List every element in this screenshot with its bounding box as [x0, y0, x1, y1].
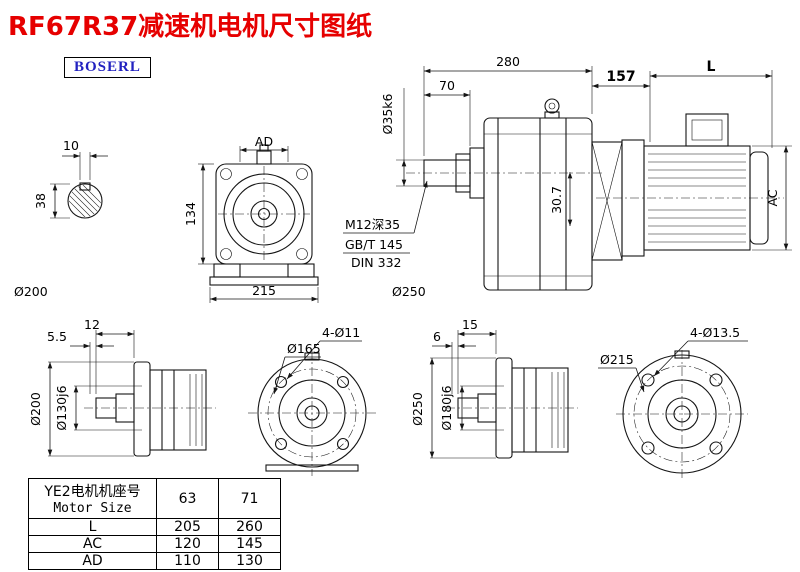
flange-front-view-large: 4-Ø13.5 Ø215: [598, 325, 748, 478]
value-ad-63: 110: [156, 552, 219, 570]
dim-6: 6: [433, 329, 441, 344]
label-dia-165: Ø165: [287, 341, 321, 356]
dim-134: 134: [183, 202, 198, 226]
dim-l: L: [707, 59, 716, 75]
page-title: RF67R37减速机电机尺寸图纸: [8, 12, 373, 42]
motor-size-header-en: Motor Size: [53, 501, 132, 516]
dim-215: 215: [252, 283, 276, 298]
dim-10: 10: [63, 138, 79, 153]
dim-157: 157: [606, 69, 635, 85]
motor-size-71: 71: [218, 478, 281, 519]
value-l-71: 260: [218, 518, 281, 536]
label-dia-215: Ø215: [600, 352, 634, 367]
label-4-dia-13-5: 4-Ø13.5: [690, 325, 740, 340]
table-row-ac: AC 120 145: [28, 535, 281, 553]
dim-15: 15: [462, 317, 478, 332]
label-din-332: DIN 332: [351, 255, 402, 270]
dim-ad: AD: [255, 134, 273, 149]
gearbox-front-view: AD 134 215: [183, 134, 319, 303]
table-header-row: YE2电机机座号 Motor Size 63 71: [28, 478, 281, 519]
flange-side-view-large: 15 6 Ø250 Ø180j6: [410, 317, 578, 459]
dim-70: 70: [439, 78, 455, 93]
label-4-dia-11: 4-Ø11: [322, 325, 360, 340]
dim-5-5: 5.5: [47, 329, 67, 344]
dim-38: 38: [33, 193, 48, 209]
dim-30-7: 30.7: [549, 186, 564, 214]
boserl-logo: BOSERL: [64, 57, 151, 78]
table-row-ad: AD 110 130: [28, 552, 281, 570]
dim-dia-180j6: Ø180j6: [439, 385, 454, 430]
dim-dia-35k6: Ø35k6: [380, 93, 395, 134]
dim-dia-250-flange: Ø250: [410, 392, 425, 426]
shaft-section-view: 10 38 Ø200: [14, 138, 108, 299]
dim-dia-130j6: Ø130j6: [54, 385, 69, 430]
value-l-63: 205: [156, 518, 219, 536]
row-label-l: L: [28, 518, 157, 536]
dim-12: 12: [84, 317, 100, 332]
assembly-side-view: 280 70 157 L Ø35k6 M12深35 GB/T 145: [343, 54, 792, 291]
motor-size-table: YE2电机机座号 Motor Size 63 71 L 205 260 AC 1…: [28, 478, 281, 570]
table-row-l: L 205 260: [28, 518, 281, 536]
row-label-ad: AD: [28, 552, 157, 570]
label-dia-200: Ø200: [14, 284, 48, 299]
label-gbt-145: GB/T 145: [345, 237, 403, 252]
flange-front-view-small: 4-Ø11 Ø165: [248, 325, 376, 476]
value-ad-71: 130: [218, 552, 281, 570]
label-dia-250: Ø250: [392, 284, 426, 299]
motor-size-header-cell: YE2电机机座号 Motor Size: [28, 478, 157, 519]
dim-280: 280: [496, 54, 520, 69]
row-label-ac: AC: [28, 535, 157, 553]
dim-ac: AC: [765, 189, 780, 206]
dim-dia-200-flange: Ø200: [28, 392, 43, 426]
label-m12-depth-35: M12深35: [345, 217, 400, 232]
flange-side-view-small: 12 5.5 Ø200 Ø130j6: [28, 317, 216, 457]
motor-size-63: 63: [156, 478, 219, 519]
value-ac-63: 120: [156, 535, 219, 553]
value-ac-71: 145: [218, 535, 281, 553]
motor-size-header-cn: YE2电机机座号: [44, 484, 141, 500]
